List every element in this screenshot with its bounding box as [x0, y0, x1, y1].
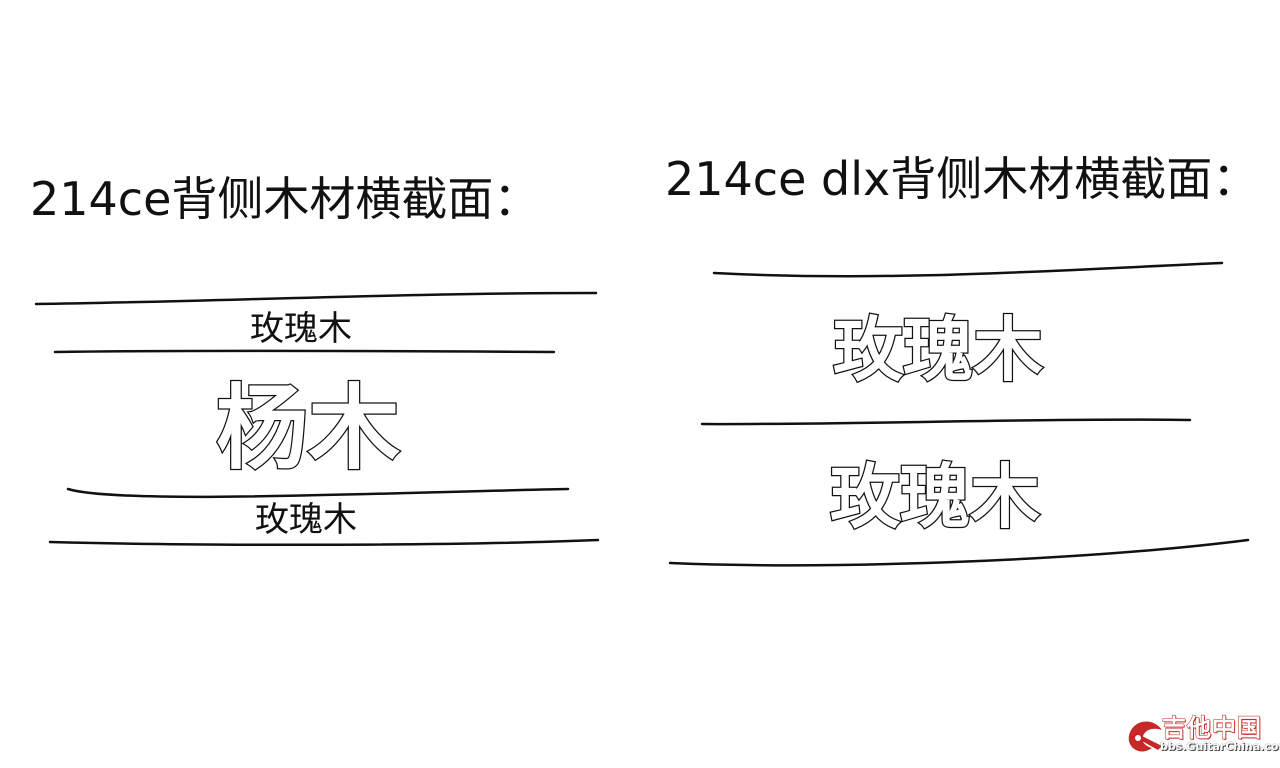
layer-label-top-rosewood: 玫瑰木: [250, 309, 352, 349]
diagram-title-214ce-dlx: 214ce dlx背侧木材横截面：: [665, 152, 1259, 206]
watermark-brand: 吉他中国: [1162, 714, 1262, 743]
panel-214ce: 214ce背侧木材横截面： 玫瑰木 杨木 玫瑰木: [30, 172, 600, 547]
boundary-line-1: [712, 261, 1224, 278]
layer-label-middle-poplar: 杨木: [215, 375, 402, 482]
cross-section-lines-214ce-dlx: [668, 261, 1250, 567]
layer-label-bottom-rosewood: 玫瑰木: [255, 500, 357, 540]
panel-214ce-dlx: 214ce dlx背侧木材横截面： 玫瑰木 玫瑰木: [640, 0, 1280, 768]
guitarchina-logo-icon: [1128, 721, 1162, 752]
diagram-title-214ce: 214ce背侧木材横截面：: [30, 172, 540, 226]
boundary-line-2: [53, 349, 556, 354]
cross-section-lines-214ce: [34, 291, 600, 547]
boundary-line-2: [700, 418, 1192, 426]
boundary-line-3: [668, 538, 1250, 567]
boundary-line-4: [48, 538, 600, 547]
boundary-line-3: [66, 487, 570, 499]
watermark: 吉他中国 bbs.GuitarChina.com: [1122, 708, 1280, 762]
layer-label-top-rosewood: 玫瑰木: [832, 309, 1045, 391]
watermark-url: bbs.GuitarChina.com: [1160, 740, 1280, 753]
layer-label-bottom-rosewood: 玫瑰木: [829, 456, 1042, 538]
boundary-line-1: [34, 291, 598, 306]
